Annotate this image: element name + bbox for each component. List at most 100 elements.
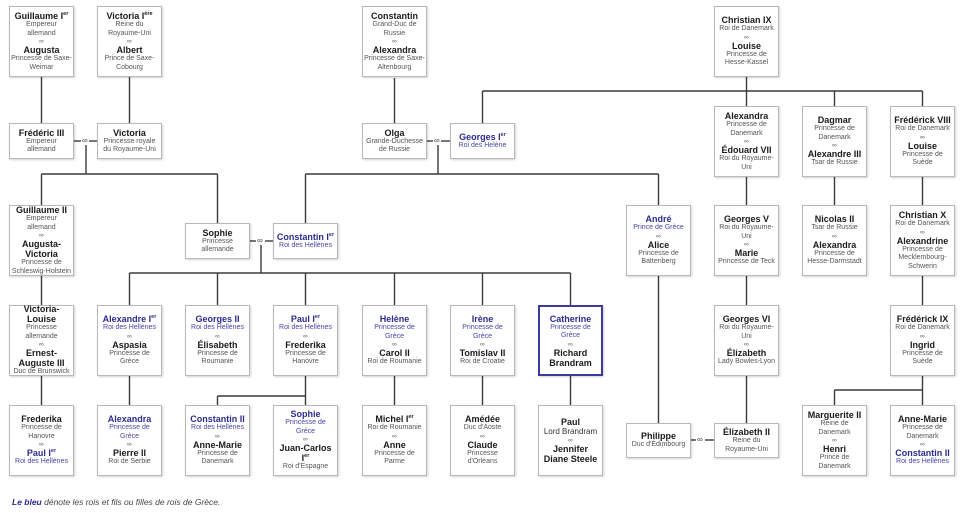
name-text: Georges VI bbox=[722, 314, 771, 325]
person-name: Sophie bbox=[202, 228, 232, 238]
person-name: Georges Ier bbox=[459, 132, 506, 142]
person-name: Constantin II bbox=[190, 414, 245, 424]
marriage-symbol: ∞ bbox=[480, 341, 485, 349]
person-title: Princesse de Grèce bbox=[109, 424, 150, 440]
marriage-symbol: ∞ bbox=[303, 332, 308, 340]
marriage-connector-symbol: ∞ bbox=[256, 236, 264, 245]
person-name: Alice bbox=[648, 240, 670, 250]
person-name: Élisabeth bbox=[197, 340, 237, 350]
person-title: Roi des Hellènes bbox=[103, 324, 156, 332]
person-title: Princesse de Grèce bbox=[109, 349, 150, 366]
person-name: Henri bbox=[823, 444, 846, 454]
name-text: Anne-Marie bbox=[897, 414, 947, 425]
marriage-connector-symbol: ∞ bbox=[433, 136, 441, 145]
person-name: Frederika bbox=[21, 414, 62, 424]
person-title: Princesse de Saxe-Weimar bbox=[11, 55, 72, 71]
name-text: Constantin II bbox=[895, 448, 950, 459]
marriage-symbol: ∞ bbox=[744, 138, 749, 145]
marriage-connector-symbol: ∞ bbox=[81, 136, 89, 145]
person-name: Paul Ier bbox=[291, 314, 320, 324]
marriage-symbol: ∞ bbox=[920, 441, 925, 449]
name-text: Édouard VII bbox=[721, 145, 772, 155]
person-title: Empereur allemand bbox=[26, 21, 57, 37]
person-name: Catherine bbox=[550, 314, 592, 324]
person-name: Helène bbox=[380, 314, 410, 324]
marriage-symbol: ∞ bbox=[303, 436, 308, 444]
person-name: André bbox=[645, 214, 671, 224]
name-text: Frédéric III bbox=[18, 127, 65, 138]
person-title: Princesse de Battenberg bbox=[638, 249, 679, 266]
person-title: Duc d'Édimbourg bbox=[631, 441, 686, 449]
name-text: Victoria bbox=[113, 127, 146, 138]
marriage-symbol: ∞ bbox=[656, 232, 661, 240]
person-title: Princesse de Hesse-Kassel bbox=[724, 50, 769, 67]
name-text: Dagmar bbox=[817, 115, 852, 126]
person-title: Princesse d'Orléans bbox=[467, 449, 498, 466]
person-name: Philippe bbox=[641, 431, 676, 441]
name-text: André bbox=[645, 214, 672, 225]
marriage-symbol: ∞ bbox=[392, 341, 397, 349]
person-name: Constantin II bbox=[895, 448, 950, 458]
person-name: Victoria bbox=[113, 128, 146, 138]
marriage-connector-symbol: ∞ bbox=[696, 435, 704, 444]
marriage-symbol: ∞ bbox=[215, 432, 220, 440]
person-title: Princesse de Danemark bbox=[814, 125, 855, 141]
marriage-symbol: ∞ bbox=[127, 38, 132, 45]
name-text: Tomislav II bbox=[459, 348, 506, 359]
name-text: Victoria I bbox=[106, 11, 145, 21]
person-title: Princesse de Danemark bbox=[197, 449, 238, 466]
ordinal-superscript: er bbox=[328, 231, 335, 238]
person-title: Princesse allemande bbox=[201, 237, 234, 254]
person-name: Frédérick VIII bbox=[894, 115, 951, 125]
name-text: Pierre II bbox=[112, 448, 147, 459]
name-text: Constantin I bbox=[276, 231, 329, 242]
ordinal-superscript: er bbox=[50, 448, 57, 455]
name-text: Paul bbox=[560, 417, 580, 427]
name-text: Paul I bbox=[290, 314, 315, 325]
person-name: Alexandre Ier bbox=[103, 314, 157, 324]
person-name: Louise bbox=[732, 41, 761, 51]
name-text: Alexandrine bbox=[896, 235, 949, 246]
person-name: Irène bbox=[472, 314, 494, 324]
person-name: Alexandre III bbox=[808, 149, 862, 159]
person-name: Albert bbox=[116, 45, 142, 55]
